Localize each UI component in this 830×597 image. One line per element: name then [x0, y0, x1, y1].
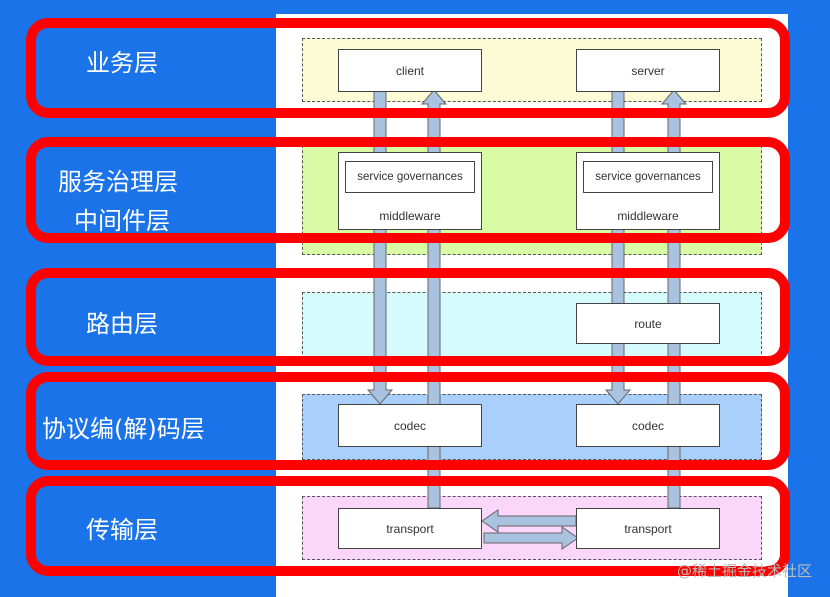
server-service-governances-box: service governances — [583, 161, 713, 193]
client-transport-box: transport — [338, 508, 482, 549]
server-box: server — [576, 49, 720, 92]
client-middleware-box: service governances middleware — [338, 152, 482, 230]
route-layer-label: 路由层 — [86, 310, 158, 338]
transport-layer-outline — [26, 476, 790, 576]
route-layer-outline — [26, 268, 790, 366]
route-box: route — [576, 303, 720, 344]
server-transport-box: transport — [576, 508, 720, 549]
codec-layer-outline — [26, 372, 790, 470]
client-box: client — [338, 49, 482, 92]
middleware-layer-label: 中间件层 — [74, 207, 170, 235]
codec-layer-label: 协议编(解)码层 — [42, 415, 205, 443]
client-service-governances-box: service governances — [345, 161, 475, 193]
client-codec-box: codec — [338, 404, 482, 447]
business-layer-outline — [26, 18, 790, 118]
server-codec-box: codec — [576, 404, 720, 447]
watermark: @稀土掘金技术社区 — [676, 562, 812, 580]
transport-left-arrow — [481, 509, 577, 533]
transport-layer-label: 传输层 — [86, 516, 158, 544]
server-middleware-box: service governances middleware — [576, 152, 720, 230]
business-layer-label: 业务层 — [86, 49, 158, 77]
governance-layer-label: 服务治理层 — [58, 168, 178, 196]
client-middleware-label: middleware — [379, 209, 441, 223]
governance-layer-outline — [26, 137, 790, 243]
server-middleware-label: middleware — [617, 209, 679, 223]
transport-right-arrow — [483, 526, 579, 550]
